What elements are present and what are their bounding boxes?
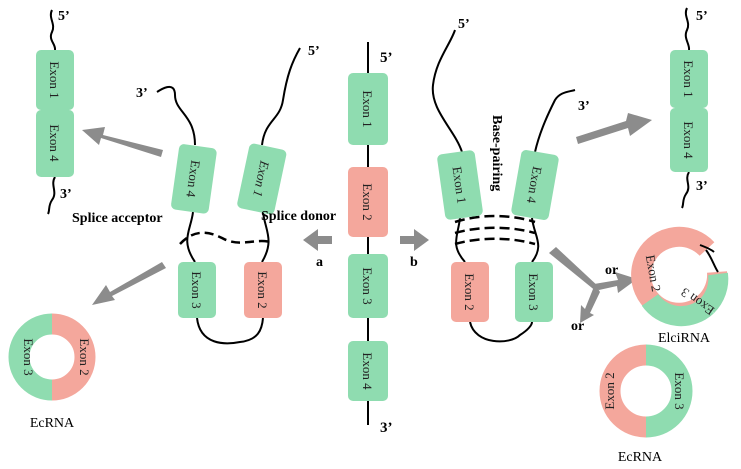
svg-text:Exon 3: Exon 3 <box>526 273 541 310</box>
svg-text:Exon 3: Exon 3 <box>360 267 375 304</box>
product-left-exon-1: Exon 1 <box>36 50 74 110</box>
ecrna-left-ring: Exon 3 Exon 2 <box>8 313 96 401</box>
center-three-prime-label: 3’ <box>380 420 393 436</box>
lariat-exon-4: Exon 4 <box>171 144 217 214</box>
pairing-three-prime-label: 3’ <box>578 99 590 114</box>
pairing-exon-3: Exon 3 <box>515 262 553 322</box>
elcirna-label: ElciRNA <box>658 331 711 346</box>
svg-text:Exon 3: Exon 3 <box>189 271 204 308</box>
arrow-to-linear-left <box>82 127 163 157</box>
center-exon-1: Exon 1 <box>348 73 388 145</box>
product-right-exon-4: Exon 4 <box>670 108 708 172</box>
or-label-upper: or <box>605 263 618 278</box>
svg-text:Exon 4: Exon 4 <box>681 121 696 159</box>
svg-text:Exon 1: Exon 1 <box>360 90 375 127</box>
lariat-structure: Exon 4 Exon 1 Exon 3 Exon 2 3’ 5’ Splice… <box>72 44 336 345</box>
path-a-arrow: a <box>303 229 332 270</box>
svg-text:Exon 4: Exon 4 <box>47 124 62 162</box>
splice-donor-label: Splice donor <box>261 209 336 224</box>
path-b-arrow: b <box>400 229 429 270</box>
ecrna-left-label: EcRNA <box>30 416 75 431</box>
product-right-five-prime: 5’ <box>696 9 708 24</box>
svg-text:Exon 1: Exon 1 <box>47 61 62 98</box>
svg-text:Exon 2: Exon 2 <box>602 372 617 409</box>
pairing-exon-4: Exon 4 <box>511 149 559 221</box>
product-left-five-prime: 5’ <box>58 9 70 24</box>
product-left-exon-4: Exon 4 <box>36 110 74 177</box>
svg-text:Exon 4: Exon 4 <box>524 165 545 205</box>
pre-mrna: Exon 1 Exon 2 Exon 3 Exon 4 5’ 3’ <box>348 42 393 436</box>
path-a-label: a <box>316 255 323 270</box>
svg-text:Exon 3: Exon 3 <box>21 338 36 375</box>
retained-intron <box>705 249 719 273</box>
lariat-exon-2: Exon 2 <box>244 262 282 318</box>
or-label-lower: or <box>571 319 584 334</box>
svg-text:Exon 2: Exon 2 <box>77 338 92 375</box>
svg-text:Exon 2: Exon 2 <box>360 183 375 220</box>
lariat-exon-3: Exon 3 <box>178 262 216 318</box>
splice-acceptor-label: Splice acceptor <box>72 211 163 226</box>
linear-product-left: Exon 1 Exon 4 5’ 3’ <box>36 9 74 215</box>
ecrna-right-ring: Exon 2 Exon 3 <box>599 344 693 438</box>
lariat-five-prime-label: 5’ <box>308 44 320 59</box>
center-five-prime-label: 5’ <box>380 50 393 66</box>
branch-arrow: or or <box>549 247 637 334</box>
splice-junction-dashes <box>179 231 271 245</box>
ecrna-right-label: EcRNA <box>618 450 663 465</box>
arrow-to-ecrna-left <box>92 262 166 305</box>
svg-text:Exon 2: Exon 2 <box>643 254 664 293</box>
pairing-exon-2: Exon 2 <box>451 262 489 322</box>
pairing-five-prime-label: 5’ <box>458 17 470 32</box>
center-exon-4: Exon 4 <box>348 341 388 401</box>
arrow-to-linear-right <box>576 113 652 144</box>
center-exon-3: Exon 3 <box>348 254 388 318</box>
product-right-three-prime: 3’ <box>696 179 708 194</box>
svg-text:Exon 4: Exon 4 <box>183 159 203 198</box>
product-right-exon-1: Exon 1 <box>670 50 708 108</box>
intron-pairing-structure: Exon 1 Exon 4 Exon 2 Exon 3 5’ 3’ Base-p… <box>431 17 590 343</box>
svg-text:Exon 2: Exon 2 <box>255 271 270 308</box>
product-left-three-prime: 3’ <box>60 187 72 202</box>
svg-text:Exon 1: Exon 1 <box>681 60 696 97</box>
lariat-three-prime-label: 3’ <box>136 86 148 101</box>
svg-text:Exon 1: Exon 1 <box>449 166 469 205</box>
lariat-exon-1: Exon 1 <box>237 143 287 215</box>
linear-product-right: Exon 1 Exon 4 5’ 3’ <box>670 7 708 209</box>
svg-text:Exon 3: Exon 3 <box>672 372 687 409</box>
svg-text:Exon 2: Exon 2 <box>462 273 477 310</box>
base-pairing-dashes <box>454 214 536 246</box>
center-exon-2: Exon 2 <box>348 167 388 237</box>
pairing-exon-1: Exon 1 <box>437 150 483 220</box>
elcirna-ring: Exon 2 Exon 3 <box>631 226 729 327</box>
base-pairing-label: Base-pairing <box>489 115 504 191</box>
svg-text:Exon 4: Exon 4 <box>360 352 375 390</box>
path-b-label: b <box>410 255 418 270</box>
